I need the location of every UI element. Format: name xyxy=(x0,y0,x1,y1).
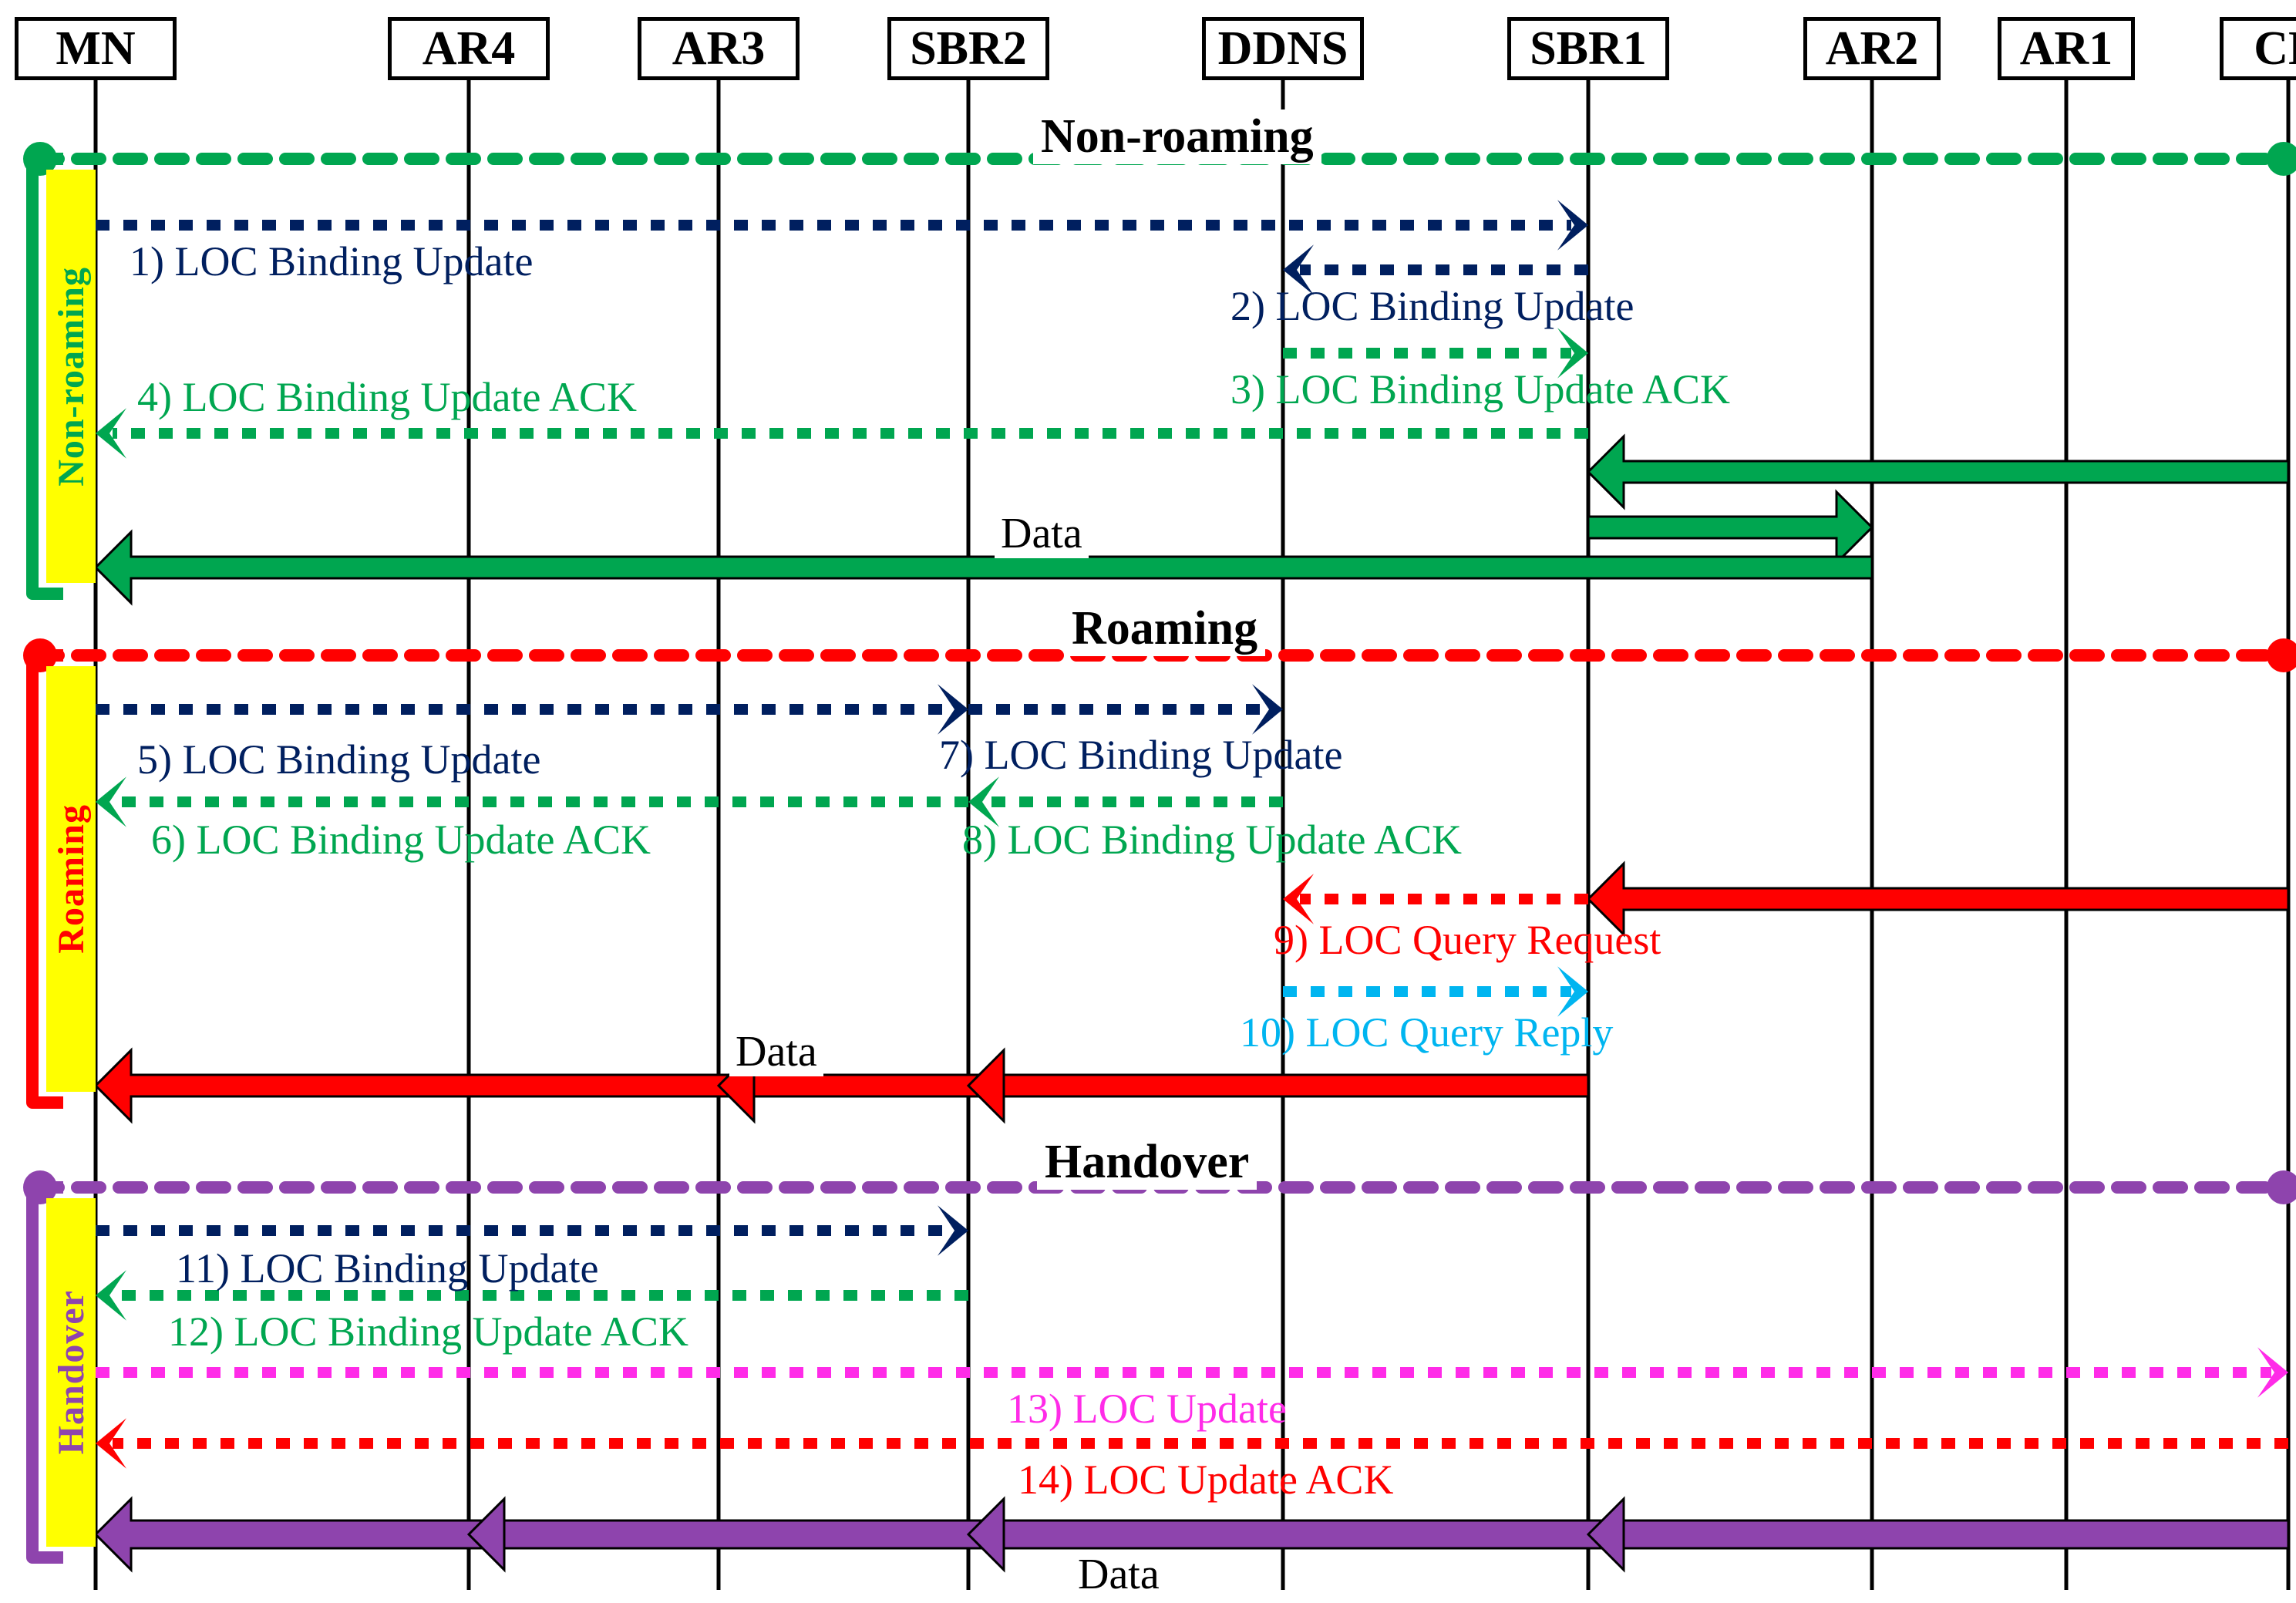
message-label-11: 11) LOC Binding Update xyxy=(176,1245,599,1291)
message-label-12: 12) LOC Binding Update ACK xyxy=(168,1308,688,1355)
data-flow-waypoint-head xyxy=(1586,1496,1625,1573)
message-label-7: 7) LOC Binding Update xyxy=(939,732,1343,778)
data-flow-data-nonroaming-sbr1-ar2 xyxy=(1587,489,1874,566)
phase-divider-group xyxy=(23,142,2296,1204)
phase-title-handover: Handover xyxy=(1037,1135,1257,1190)
phase-label-text-handover: Handover xyxy=(50,1290,92,1455)
phase-label-box-non-roaming: Non-roaming xyxy=(46,170,96,583)
message-label-13: 13) LOC Update xyxy=(1007,1386,1287,1432)
data-flow-waypoint-head xyxy=(966,1047,1005,1124)
data-flow-data-nonroaming-ar2-mn xyxy=(93,529,1873,606)
message-arrowhead-8 xyxy=(968,776,999,827)
phase-label-box-roaming: Roaming xyxy=(46,666,96,1092)
data-flow-label-data-roaming-sbr1-mn: Data xyxy=(729,1027,823,1076)
lifeline-header-cn[interactable]: CN xyxy=(2220,17,2296,80)
message-label-8: 8) LOC Binding Update ACK xyxy=(962,817,1462,863)
lifeline-header-sbr2[interactable]: SBR2 xyxy=(887,17,1049,80)
lifeline-header-sbr1[interactable]: SBR1 xyxy=(1507,17,1669,80)
message-arrowhead-12 xyxy=(96,1270,126,1321)
message-arrowhead-2 xyxy=(1283,244,1314,295)
message-arrowhead-10 xyxy=(1557,966,1588,1017)
message-arrowhead-14 xyxy=(96,1418,126,1469)
lifeline-header-ar3[interactable]: AR3 xyxy=(638,17,800,80)
message-arrowhead-3 xyxy=(1557,328,1588,379)
phase-start-dot-handover xyxy=(23,1170,57,1204)
data-flow-group xyxy=(93,433,2290,1573)
phase-start-dot-non-roaming xyxy=(23,142,57,176)
message-arrowhead-6 xyxy=(96,776,126,827)
lifeline-header-ar4[interactable]: AR4 xyxy=(388,17,550,80)
message-arrow-group xyxy=(96,200,2288,1469)
phase-end-dot-handover xyxy=(2267,1170,2296,1204)
lifeline-header-mn[interactable]: MN xyxy=(15,17,177,80)
message-label-9: 9) LOC Query Request xyxy=(1274,917,1661,963)
phase-end-dot-non-roaming xyxy=(2267,142,2296,176)
message-label-2: 2) LOC Binding Update xyxy=(1230,283,1634,329)
data-flow-waypoint-head xyxy=(966,1496,1005,1573)
lifeline-group xyxy=(93,80,2291,1590)
message-arrowhead-5 xyxy=(938,684,968,735)
phase-label-text-roaming: Roaming xyxy=(50,804,92,954)
phase-title-roaming: Roaming xyxy=(1064,601,1266,656)
phase-end-dot-roaming xyxy=(2267,638,2296,672)
message-label-10: 10) LOC Query Reply xyxy=(1240,1009,1614,1056)
message-arrowhead-1 xyxy=(1557,200,1588,251)
data-flow-data-roaming-sbr1-mn xyxy=(93,1047,1590,1124)
lifeline-header-ar1[interactable]: AR1 xyxy=(1998,17,2135,80)
message-arrowhead-7 xyxy=(1252,684,1283,735)
message-label-3: 3) LOC Binding Update ACK xyxy=(1230,366,1730,413)
phase-start-dot-roaming xyxy=(23,638,57,672)
message-arrowhead-13 xyxy=(2257,1347,2288,1398)
message-label-1: 1) LOC Binding Update xyxy=(130,238,534,285)
message-label-4: 4) LOC Binding Update ACK xyxy=(137,374,637,420)
lifeline-header-ar2[interactable]: AR2 xyxy=(1803,17,1941,80)
phase-label-box-handover: Handover xyxy=(46,1198,96,1547)
data-flow-label-data-nonroaming-ar2-mn: Data xyxy=(995,509,1089,558)
data-flow-waypoint-head xyxy=(466,1496,506,1573)
data-flow-data-roaming-cn-sbr1 xyxy=(1586,860,2290,938)
message-arrowhead-9 xyxy=(1283,874,1314,924)
message-label-14: 14) LOC Update ACK xyxy=(1018,1457,1394,1503)
phase-title-non-roaming: Non-roaming xyxy=(1033,109,1321,164)
message-label-5: 5) LOC Binding Update xyxy=(137,736,541,783)
phase-label-text-non-roaming: Non-roaming xyxy=(50,266,92,487)
data-flow-data-handover-cn-mn xyxy=(93,1496,2290,1573)
data-flow-data-nonroaming-cn-sbr1 xyxy=(1586,433,2290,510)
lifeline-header-ddns[interactable]: DDNS xyxy=(1202,17,1364,80)
data-flow-label-data-handover-cn-mn: Data xyxy=(1072,1550,1166,1599)
message-arrowhead-11 xyxy=(938,1205,968,1256)
message-arrowhead-4 xyxy=(96,408,126,459)
message-label-6: 6) LOC Binding Update ACK xyxy=(151,817,651,863)
